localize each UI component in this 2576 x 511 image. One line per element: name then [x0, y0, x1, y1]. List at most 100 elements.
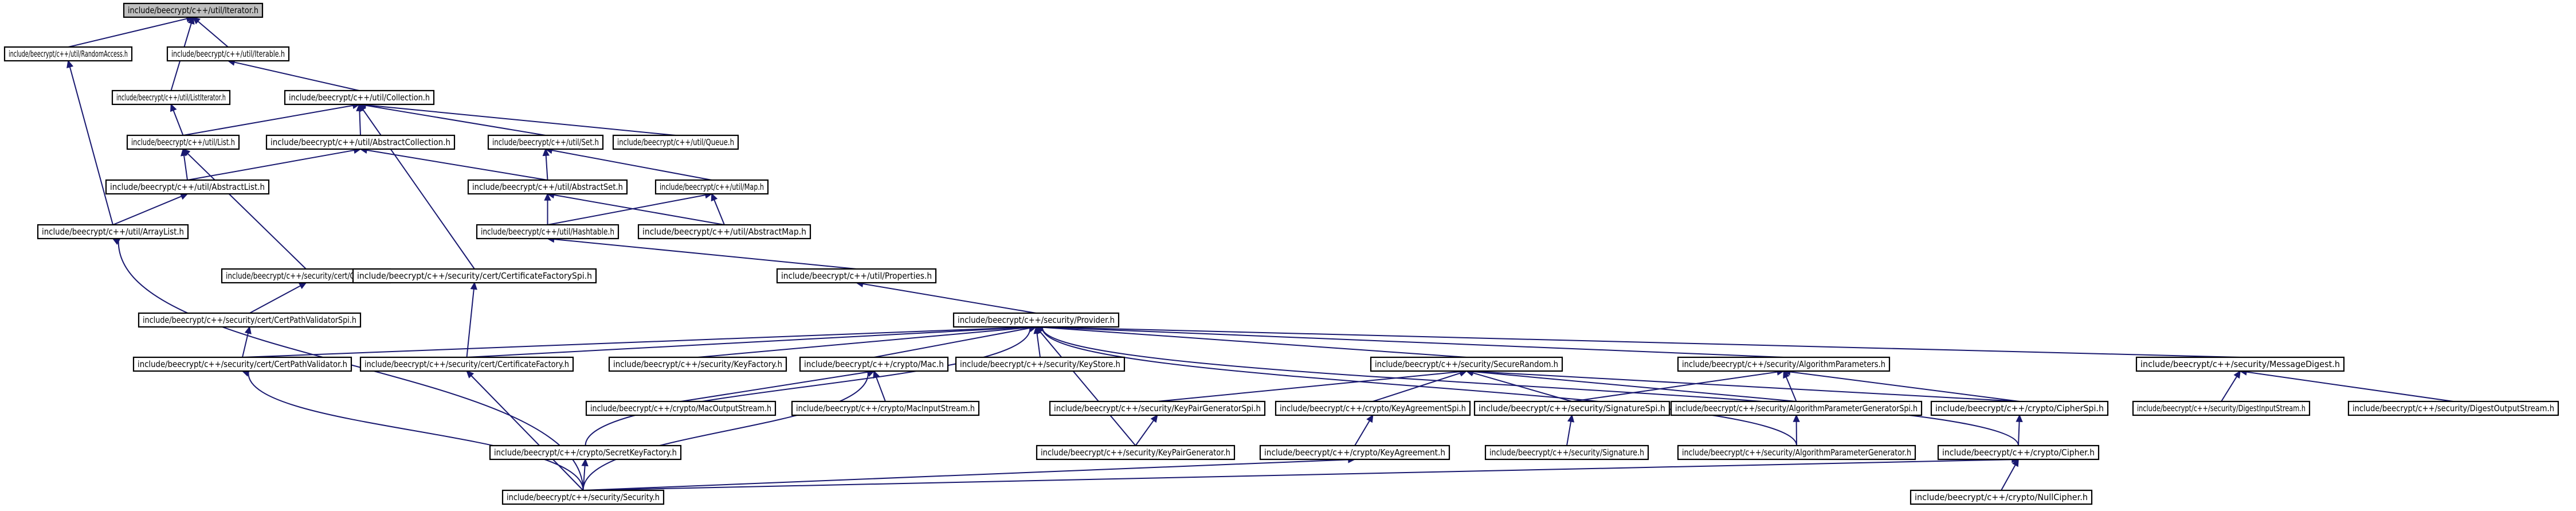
- node-box: [2135, 356, 2345, 372]
- node-box: [2132, 400, 2311, 416]
- node-collection[interactable]: include/beecrypt/c++/util/Collection.h: [284, 89, 435, 106]
- node-box: [105, 179, 270, 195]
- node-box: [3, 46, 133, 62]
- node-box: [111, 89, 231, 106]
- edge-collection-certfactoryspi: [362, 109, 475, 270]
- node-properties[interactable]: include/beecrypt/c++/util/Properties.h: [776, 268, 937, 284]
- node-digestinput[interactable]: include/beecrypt/c++/security/DigestInpu…: [2132, 400, 2311, 416]
- arrowhead-algparams-apgspi: [1783, 370, 1790, 379]
- arrowhead-cipher-nullcipher: [2012, 458, 2019, 467]
- node-box: [1937, 444, 2100, 461]
- node-keyfactory[interactable]: include/beecrypt/c++/security/KeyFactory…: [608, 356, 787, 372]
- node-box: [166, 46, 290, 62]
- node-box: [1910, 489, 2093, 505]
- node-digestoutput[interactable]: include/beecrypt/c++/security/DigestOutp…: [2347, 400, 2559, 416]
- arrowhead-signaturespi-signature: [1567, 414, 1575, 423]
- edge-secretkeyfactory-security: [582, 465, 586, 491]
- node-label: include/beecrypt/c++/crypto/MacInputStre…: [796, 403, 975, 414]
- node-listiterator[interactable]: include/beecrypt/c++/util/ListIterator.h: [111, 89, 231, 106]
- node-abstractset[interactable]: include/beecrypt/c++/util/AbstractSet.h: [467, 179, 628, 195]
- node-secretkeyfactory[interactable]: include/beecrypt/c++/crypto/SecretKeyFac…: [489, 444, 682, 461]
- node-keystore[interactable]: include/beecrypt/c++/security/KeyStore.h: [955, 356, 1126, 372]
- node-label: include/beecrypt/c++/security/cert/Certi…: [364, 359, 569, 369]
- node-kpgspi[interactable]: include/beecrypt/c++/security/KeyPairGen…: [1049, 400, 1266, 416]
- edge-provider-securerandom: [1042, 326, 1467, 358]
- arrowhead-certfactoryspi-certfactory: [470, 282, 477, 290]
- node-map[interactable]: include/beecrypt/c++/util/Map.h: [654, 179, 769, 195]
- node-box: [359, 356, 574, 372]
- node-set[interactable]: include/beecrypt/c++/util/Set.h: [487, 134, 604, 150]
- node-algparams[interactable]: include/beecrypt/c++/security/AlgorithmP…: [1677, 356, 1891, 372]
- edge-collection-queue: [365, 104, 676, 136]
- node-box: [476, 224, 620, 240]
- nodes-layer: include/beecrypt/c++/util/Iterator.h incl…: [3, 2, 2559, 505]
- node-box: [1036, 444, 1236, 461]
- node-mac[interactable]: include/beecrypt/c++/crypto/Mac.h: [799, 356, 949, 372]
- node-box: [467, 179, 628, 195]
- node-macinputstream[interactable]: include/beecrypt/c++/crypto/MacInputStre…: [791, 400, 980, 416]
- node-securerandom[interactable]: include/beecrypt/c++/security/SecureRand…: [1370, 356, 1563, 372]
- node-label: include/beecrypt/c++/security/cert/CertP…: [143, 315, 356, 325]
- node-certpath[interactable]: include/beecrypt/c++/security/cert/CertP…: [221, 268, 391, 284]
- node-cipherspi[interactable]: include/beecrypt/c++/crypto/CipherSpi.h: [1930, 400, 2109, 416]
- node-label: include/beecrypt/c++/util/Queue.h: [617, 137, 734, 147]
- edge-abstractlist-arraylist: [112, 196, 182, 225]
- node-macoutputstream[interactable]: include/beecrypt/c++/crypto/MacOutputStr…: [585, 400, 777, 416]
- node-label: include/beecrypt/c++/security/AlgorithmP…: [1682, 447, 1911, 458]
- node-provider[interactable]: include/beecrypt/c++/security/Provider.h: [952, 312, 1120, 328]
- edge-provider-keyfactory: [697, 326, 1030, 358]
- node-box: [352, 268, 597, 284]
- node-apgspi[interactable]: include/beecrypt/c++/security/AlgorithmP…: [1670, 400, 1923, 416]
- node-box: [1670, 400, 1923, 416]
- node-signature[interactable]: include/beecrypt/c++/security/Signature.…: [1484, 444, 1649, 461]
- node-randomaccess[interactable]: include/beecrypt/c++/util/RandomAccess.h: [3, 46, 133, 62]
- arrowhead-map-abstractmap: [711, 193, 718, 202]
- node-queue[interactable]: include/beecrypt/c++/util/Queue.h: [612, 134, 739, 150]
- node-box: [791, 400, 980, 416]
- node-label: include/beecrypt/c++/util/Iterable.h: [171, 49, 285, 59]
- node-abstractmap[interactable]: include/beecrypt/c++/util/AbstractMap.h: [637, 224, 811, 240]
- node-arraylist[interactable]: include/beecrypt/c++/util/ArrayList.h: [37, 224, 189, 240]
- node-certpathvalidatorspi[interactable]: include/beecrypt/c++/security/cert/CertP…: [138, 312, 362, 328]
- node-keyagreement[interactable]: include/beecrypt/c++/crypto/KeyAgreement…: [1259, 444, 1450, 461]
- node-label: include/beecrypt/c++/crypto/KeyAgreement…: [1280, 403, 1466, 414]
- arrowhead-iterator-listiterator: [187, 16, 195, 25]
- node-box: [265, 134, 456, 150]
- node-abstractlist[interactable]: include/beecrypt/c++/util/AbstractList.h: [105, 179, 270, 195]
- node-list[interactable]: include/beecrypt/c++/util/List.h: [126, 134, 240, 150]
- node-label: include/beecrypt/c++/util/Iterator.h: [128, 5, 258, 15]
- edge-iterator-iterable: [197, 21, 229, 48]
- edge-algparams-apgspi: [1785, 376, 1797, 402]
- node-iterable[interactable]: include/beecrypt/c++/util/Iterable.h: [166, 46, 290, 62]
- edge-randomaccess-arraylist: [69, 67, 113, 225]
- node-kaspi[interactable]: include/beecrypt/c++/crypto/KeyAgreement…: [1275, 400, 1471, 416]
- node-box: [1259, 444, 1450, 461]
- node-apg[interactable]: include/beecrypt/c++/security/AlgorithmP…: [1677, 444, 1916, 461]
- edge-kaspi-keyagreement: [1354, 420, 1370, 446]
- node-certfactoryspi[interactable]: include/beecrypt/c++/security/cert/Certi…: [352, 268, 597, 284]
- node-box: [637, 224, 811, 240]
- node-signaturespi[interactable]: include/beecrypt/c++/security/SignatureS…: [1473, 400, 1671, 416]
- node-box: [284, 89, 435, 106]
- edge-signaturespi-signature: [1566, 421, 1572, 446]
- node-certpathvalidator[interactable]: include/beecrypt/c++/security/cert/CertP…: [132, 356, 352, 372]
- node-box: [501, 489, 665, 505]
- node-label: include/beecrypt/c++/util/RandomAccess.h: [9, 49, 128, 59]
- node-label: include/beecrypt/c++/security/SecureRand…: [1375, 359, 1558, 369]
- node-iterator[interactable]: include/beecrypt/c++/util/Iterator.h: [123, 2, 264, 18]
- node-abstractcollection[interactable]: include/beecrypt/c++/util/AbstractCollec…: [265, 134, 456, 150]
- node-nullcipher[interactable]: include/beecrypt/c++/crypto/NullCipher.h: [1910, 489, 2093, 505]
- node-box: [126, 134, 240, 150]
- edge-listiterator-list: [172, 110, 184, 136]
- node-kpg[interactable]: include/beecrypt/c++/security/KeyPairGen…: [1036, 444, 1236, 461]
- node-hashtable[interactable]: include/beecrypt/c++/util/Hashtable.h: [476, 224, 620, 240]
- node-cipher[interactable]: include/beecrypt/c++/crypto/Cipher.h: [1937, 444, 2100, 461]
- node-messagedigest[interactable]: include/beecrypt/c++/security/MessageDig…: [2135, 356, 2345, 372]
- node-certfactory[interactable]: include/beecrypt/c++/security/cert/Certi…: [359, 356, 574, 372]
- edge-cipherspi-cipher: [2018, 421, 2020, 446]
- node-security[interactable]: include/beecrypt/c++/security/Security.h: [501, 489, 665, 505]
- node-box: [1677, 356, 1891, 372]
- node-box: [1473, 400, 1671, 416]
- node-label: include/beecrypt/c++/util/Collection.h: [289, 92, 430, 103]
